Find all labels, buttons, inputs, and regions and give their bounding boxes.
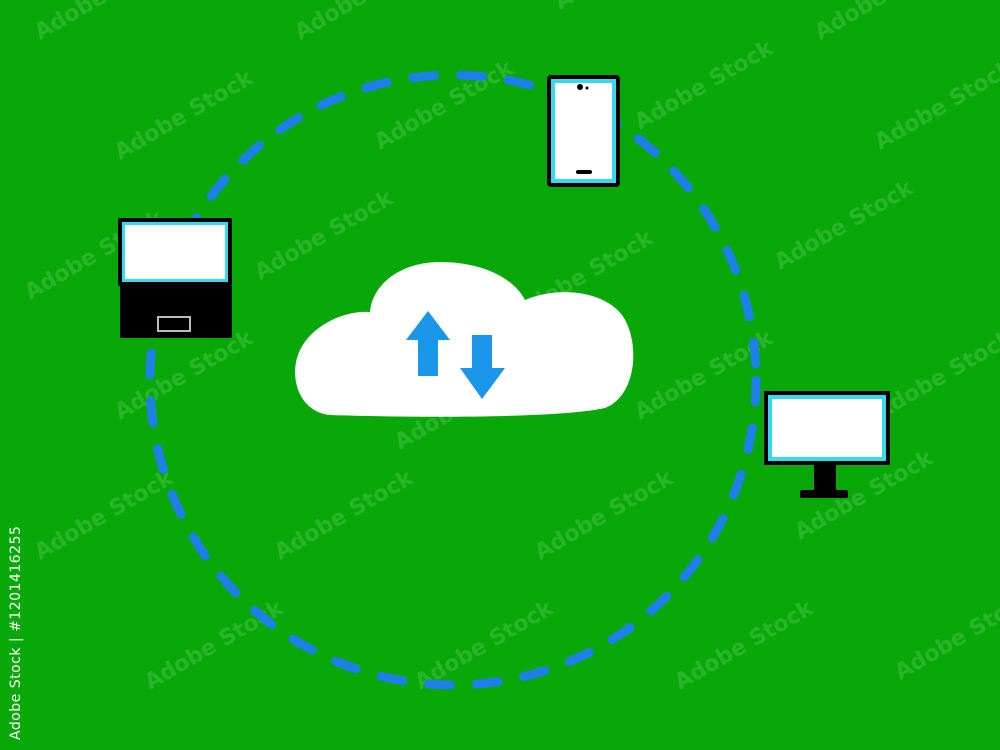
laptop-trackpad xyxy=(157,316,191,332)
monitor-screen xyxy=(772,399,882,457)
phone-home-bar xyxy=(576,170,592,174)
smartphone-icon xyxy=(547,75,620,187)
monitor-stand xyxy=(800,490,848,498)
phone-camera xyxy=(577,84,583,90)
laptop-screen xyxy=(125,225,225,279)
connection-ring xyxy=(145,70,761,690)
download-arrow-icon xyxy=(460,335,505,399)
laptop-base xyxy=(120,286,232,338)
cloud-icon xyxy=(295,262,634,417)
monitor-icon xyxy=(764,391,890,498)
phone-camera-small xyxy=(585,86,589,90)
laptop-icon xyxy=(118,218,232,338)
monitor-neck xyxy=(814,465,836,491)
upload-arrow-icon xyxy=(406,311,450,376)
stock-id-watermark: Adobe Stock | #1201416255 xyxy=(8,525,24,740)
phone-screen xyxy=(555,83,612,179)
